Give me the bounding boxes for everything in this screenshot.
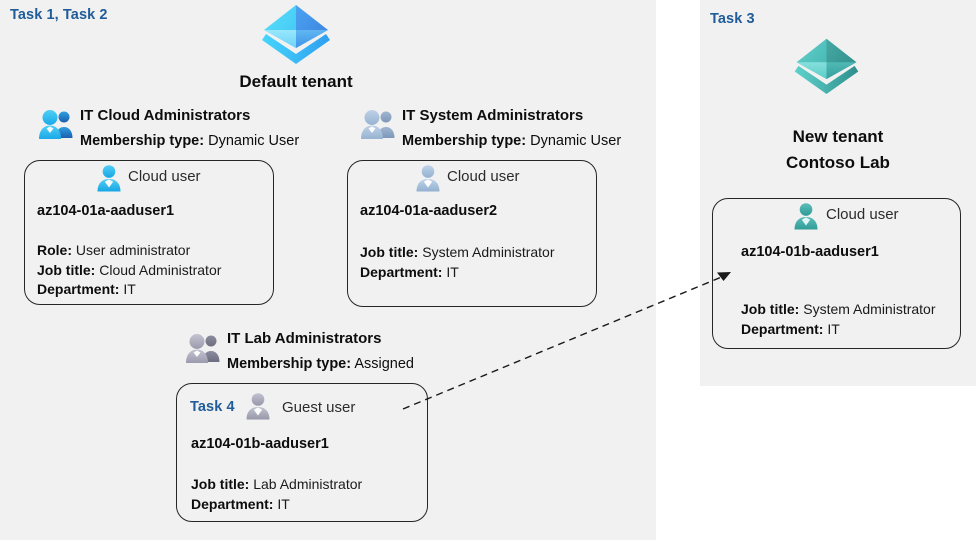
new-tenant-name-line1: New tenant	[792, 127, 884, 146]
user-type-label-0: Cloud user	[128, 168, 201, 185]
user-fields-1: Job title: System Administrator Departme…	[360, 243, 555, 282]
cloud-user-icon	[792, 202, 820, 230]
membership-value-2: Assigned	[354, 356, 414, 372]
username-1: az104-01a-aaduser2	[360, 203, 498, 219]
field-value-r-1: IT	[827, 320, 840, 337]
user-type-label-1: Cloud user	[447, 168, 520, 185]
user-type-label-right: Cloud user	[826, 206, 899, 223]
field-key-0-0: Role:	[37, 242, 72, 258]
user-type-label-2: Guest user	[282, 399, 356, 416]
field-key-r-1: Department:	[741, 320, 824, 337]
task-label-1-2: Task 1, Task 2	[10, 7, 108, 23]
group-name-it-system-administrators: IT System Administrators	[402, 107, 584, 124]
azure-ad-tenant-icon	[256, 2, 336, 64]
cloud-user-icon	[414, 164, 442, 192]
field-key-2-0: Job title:	[191, 476, 250, 492]
field-value-0-0: User administrator	[75, 242, 191, 258]
user-fields-right: Job title: System Administrator Departme…	[741, 300, 936, 339]
user-fields-2: Job title: Lab Administrator Department:…	[191, 475, 362, 514]
membership-key-0: Membership type:	[80, 133, 205, 149]
guest-user-icon	[244, 392, 272, 420]
user-card-az104-01a-aaduser1[interactable]	[24, 160, 274, 305]
group-membership-type-1: Membership type: Dynamic User	[402, 133, 621, 149]
field-value-1-0: System Administrator	[422, 244, 555, 260]
field-key-r-0: Job title:	[741, 301, 800, 317]
default-tenant-name: Default tenant	[239, 72, 353, 91]
new-tenant-name-line2: Contoso Lab	[786, 153, 890, 172]
field-key-2-1: Department:	[191, 495, 274, 512]
group-name-it-cloud-administrators: IT Cloud Administrators	[80, 107, 251, 124]
field-value-2-0: Lab Administrator	[253, 476, 363, 492]
group-users-icon	[360, 108, 398, 140]
group-users-icon	[185, 332, 223, 364]
username-2: az104-01b-aaduser1	[191, 436, 329, 452]
field-value-r-0: System Administrator	[803, 301, 936, 317]
membership-key-1: Membership type:	[402, 133, 527, 149]
membership-value-0: Dynamic User	[208, 133, 300, 149]
group-users-icon	[38, 108, 76, 140]
field-value-0-1: Cloud Administrator	[99, 261, 222, 278]
field-value-2-1: IT	[277, 495, 290, 512]
field-key-1-1: Department:	[360, 263, 443, 280]
user-card-az104-01b-aaduser1-guest[interactable]	[176, 383, 428, 522]
azure-ad-tenant-icon	[789, 36, 864, 94]
user-fields-0: Role: User administrator Job title: Clou…	[37, 241, 221, 300]
user-card-az104-01b-aaduser1-cloud[interactable]	[712, 198, 961, 349]
task-label-3: Task 3	[710, 11, 755, 27]
username-right: az104-01b-aaduser1	[741, 244, 879, 260]
membership-value-1: Dynamic User	[530, 133, 622, 149]
group-name-it-lab-administrators: IT Lab Administrators	[227, 330, 382, 347]
field-value-1-1: IT	[446, 263, 459, 280]
task-label-4: Task 4	[190, 399, 235, 415]
cloud-user-icon	[95, 164, 123, 192]
field-key-0-1: Job title:	[37, 261, 96, 278]
field-key-1-0: Job title:	[360, 244, 419, 260]
username-0: az104-01a-aaduser1	[37, 203, 175, 219]
field-value-0-2: IT	[123, 281, 136, 297]
field-key-0-2: Department:	[37, 281, 120, 297]
group-membership-type-2: Membership type: Assigned	[227, 356, 414, 372]
membership-key-2: Membership type:	[227, 356, 352, 372]
group-membership-type-0: Membership type: Dynamic User	[80, 133, 299, 149]
